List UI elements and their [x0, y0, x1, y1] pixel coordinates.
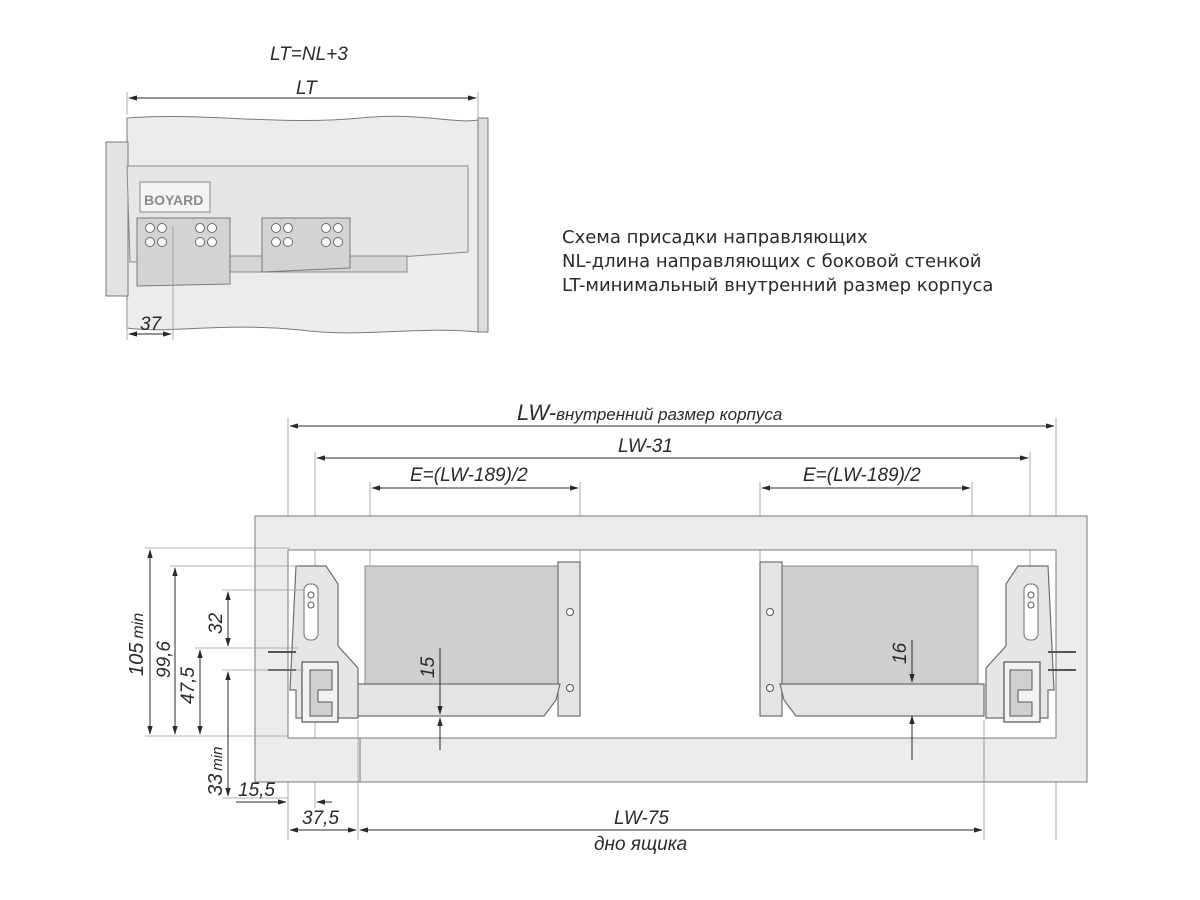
mounting-plate-front: [136, 217, 231, 287]
mounting-hole: [283, 237, 293, 247]
legend: Схема присадки направляющих NL-длина нап…: [562, 226, 993, 298]
legend-line-1: Схема присадки направляющих: [562, 227, 868, 248]
mounting-hole: [333, 223, 343, 233]
mounting-holes: [145, 223, 343, 247]
e-right-label: E=(LW-189)/2: [803, 465, 921, 486]
offset-37-label: 37: [140, 314, 163, 335]
lw-label: LW-внутренний размер корпуса: [517, 400, 782, 425]
mounting-hole: [145, 223, 155, 233]
height-32-label: 32: [206, 612, 227, 634]
height-99-label: 99,6: [154, 641, 175, 678]
mounting-hole: [207, 237, 217, 247]
boyard-logo-text: BOYARD: [144, 192, 203, 208]
drawer-bottom-caption: дно ящика: [594, 834, 687, 855]
height-47-label: 47,5: [178, 667, 199, 704]
mounting-hole: [283, 223, 293, 233]
legend-line-3: LT-минимальный внутренний размер корпуса: [562, 275, 994, 296]
cabinet-rear-wall: [477, 117, 489, 333]
lw75-label: LW-75: [614, 808, 669, 829]
mounting-hole: [321, 223, 331, 233]
legend-line-2: NL-длина направляющих с боковой стенкой: [562, 251, 982, 272]
top-view: LT=NL+3 LT BOYARD 37: [105, 44, 489, 340]
lw31-label: LW-31: [618, 436, 673, 457]
width-37-5-label: 37,5: [302, 808, 339, 829]
mounting-hole: [333, 237, 343, 247]
lt-formula-label: LT=NL+3: [270, 44, 348, 65]
drawer-bottom-left: [355, 683, 561, 717]
mounting-hole: [195, 237, 205, 247]
e-left-label: E=(LW-189)/2: [410, 465, 528, 486]
mounting-hole: [157, 237, 167, 247]
height-15-label: 15: [418, 656, 439, 678]
mounting-hole: [195, 223, 205, 233]
front-bracket-left: [557, 561, 581, 717]
cabinet-frame: [254, 515, 1088, 783]
front-bracket-right: [759, 561, 783, 717]
drawer-box-left: [364, 565, 564, 685]
height-33-label: 33min: [205, 747, 227, 796]
mounting-hole: [207, 223, 217, 233]
mounting-hole: [145, 237, 155, 247]
lt-label: LT: [296, 78, 318, 99]
front-view: LW-внутренний размер корпуса LW-31 E=(LW…: [126, 400, 1088, 855]
drawer-bottom-right: [779, 683, 985, 717]
mounting-hole: [157, 223, 167, 233]
height-105-label: 105min: [126, 613, 148, 676]
height-16-label: 16: [890, 642, 911, 664]
boyard-logo: [139, 181, 211, 213]
mounting-hole: [271, 237, 281, 247]
mounting-hole: [321, 237, 331, 247]
mounting-hole: [271, 223, 281, 233]
width-15-5-label: 15,5: [238, 780, 275, 801]
drawer-box-right: [781, 565, 979, 685]
drawer-front-edge: [105, 141, 129, 297]
